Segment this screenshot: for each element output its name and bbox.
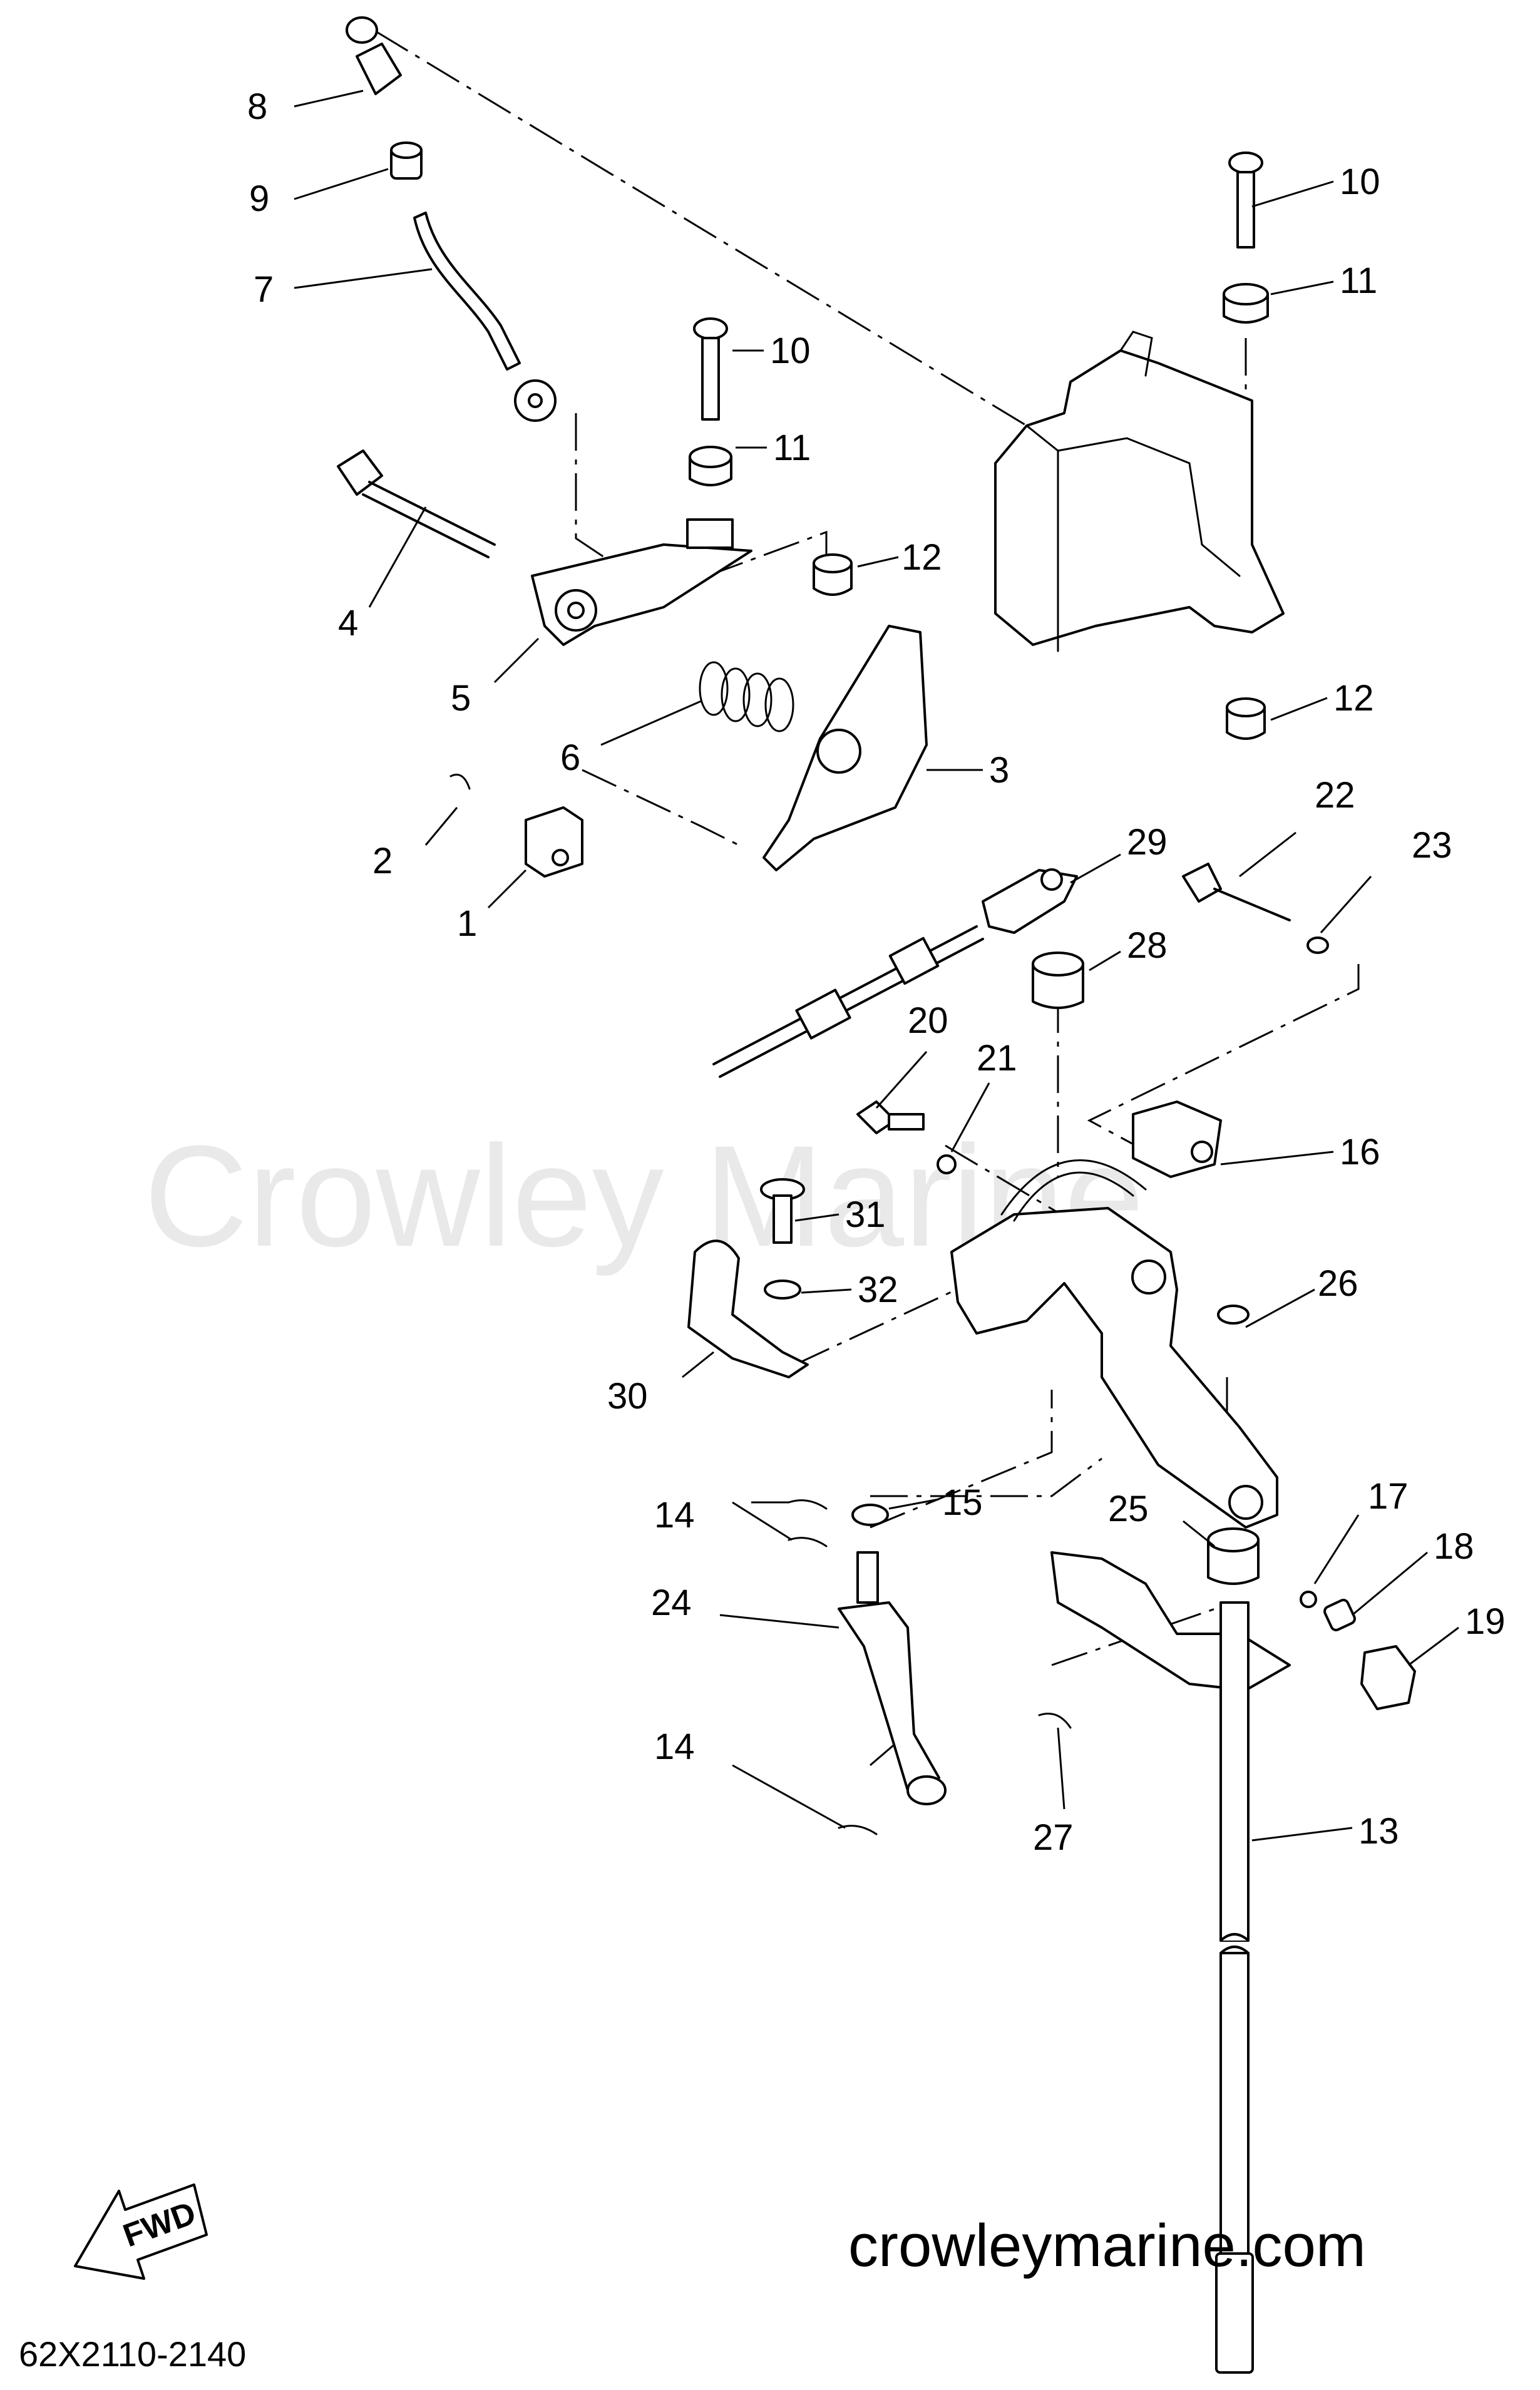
part-25-bushing: [1207, 1527, 1260, 1585]
callout-labels: 8 9 7 10 11 12 10 11 12 4 5 6 3 2 1 22 2…: [247, 86, 1506, 1858]
shift-cable: [712, 868, 1078, 1078]
callout-27: 27: [1033, 1817, 1074, 1858]
diagram-code: 62X2110-2140: [19, 2334, 246, 2374]
part-8-clip: [346, 16, 402, 95]
part-3-cam: [762, 625, 928, 871]
part-12-grommet-upper: [813, 553, 853, 596]
part-13-shift-rod: [1215, 1601, 1254, 2374]
part-17-ball: [1300, 1591, 1317, 1608]
fwd-arrow: FWD: [74, 2183, 208, 2280]
part-22-bolt: [1182, 863, 1291, 921]
part-4-bolt: [337, 449, 496, 558]
callout-7: 7: [254, 269, 274, 310]
callout-12-upper: 12: [901, 537, 942, 578]
part-30-bracket: [687, 1239, 809, 1378]
callout-16: 16: [1340, 1132, 1380, 1172]
callout-14-lower: 14: [654, 1726, 695, 1767]
callout-15: 15: [942, 1482, 983, 1523]
part-24-lever: [838, 1551, 947, 1805]
callout-10-upper: 10: [770, 331, 811, 371]
callout-8: 8: [247, 86, 267, 127]
callout-5: 5: [451, 678, 471, 719]
part-10-screw-right: [1228, 151, 1263, 249]
callout-9: 9: [249, 178, 269, 219]
part-20-bolt: [856, 1100, 925, 1134]
part-12-grommet-right: [1226, 697, 1266, 740]
callout-32: 32: [858, 1269, 898, 1310]
part-1-block: [525, 806, 583, 878]
part-14-clip-a: [788, 1499, 828, 1510]
housing-assembly: [994, 331, 1285, 652]
part-5-block: [686, 518, 734, 549]
shift-lever-body: [950, 1159, 1278, 1529]
part-7-rod: [413, 212, 557, 422]
callout-10-right: 10: [1340, 162, 1380, 202]
callout-17: 17: [1368, 1476, 1409, 1517]
callout-29: 29: [1127, 822, 1168, 863]
callout-12-right: 12: [1333, 678, 1374, 719]
part-16-block: [1132, 1100, 1222, 1178]
part-26-washer: [1217, 1305, 1250, 1325]
callout-13: 13: [1358, 1811, 1399, 1852]
part-23-washer: [1306, 936, 1329, 954]
part-28-collar: [1032, 951, 1084, 1009]
callout-25: 25: [1108, 1489, 1149, 1529]
callout-14-upper: 14: [654, 1495, 695, 1536]
part-18-spring: [1323, 1599, 1356, 1631]
part-21-washer: [937, 1154, 957, 1174]
part-11-collar-upper: [689, 446, 732, 486]
callout-2: 2: [372, 841, 393, 881]
callout-26: 26: [1318, 1263, 1358, 1304]
callout-6: 6: [560, 737, 580, 778]
callout-30: 30: [607, 1376, 648, 1417]
callout-18: 18: [1434, 1526, 1474, 1567]
part-5-lever: [531, 543, 752, 646]
callout-23: 23: [1412, 825, 1452, 866]
part-31-bolt: [760, 1178, 805, 1244]
website-text: crowleymarine.com: [848, 2212, 1366, 2279]
callout-21: 21: [977, 1038, 1017, 1079]
callout-24: 24: [651, 1582, 692, 1623]
callout-11-upper: 11: [773, 428, 811, 468]
part-15-washer: [851, 1504, 889, 1526]
callout-20: 20: [908, 1000, 948, 1041]
part-11-collar-right: [1223, 283, 1269, 324]
callout-1: 1: [457, 903, 477, 944]
part-19-plug: [1360, 1645, 1416, 1710]
part-27-clip: [1038, 1713, 1072, 1729]
callout-3: 3: [989, 750, 1009, 791]
callout-11-right: 11: [1340, 260, 1377, 301]
part-10-screw-upper: [693, 317, 728, 421]
callout-22: 22: [1315, 775, 1355, 816]
part-32-washer: [764, 1280, 801, 1300]
callout-19: 19: [1465, 1601, 1506, 1642]
callout-28: 28: [1127, 925, 1168, 966]
callout-31: 31: [845, 1194, 886, 1235]
callout-4: 4: [338, 603, 358, 644]
leader-lines: [294, 90, 1459, 1842]
part-6-spring: [699, 661, 794, 732]
part-9-bushing: [390, 141, 423, 180]
part-2-clip: [449, 774, 471, 790]
part-14-clip-b: [788, 1537, 828, 1547]
